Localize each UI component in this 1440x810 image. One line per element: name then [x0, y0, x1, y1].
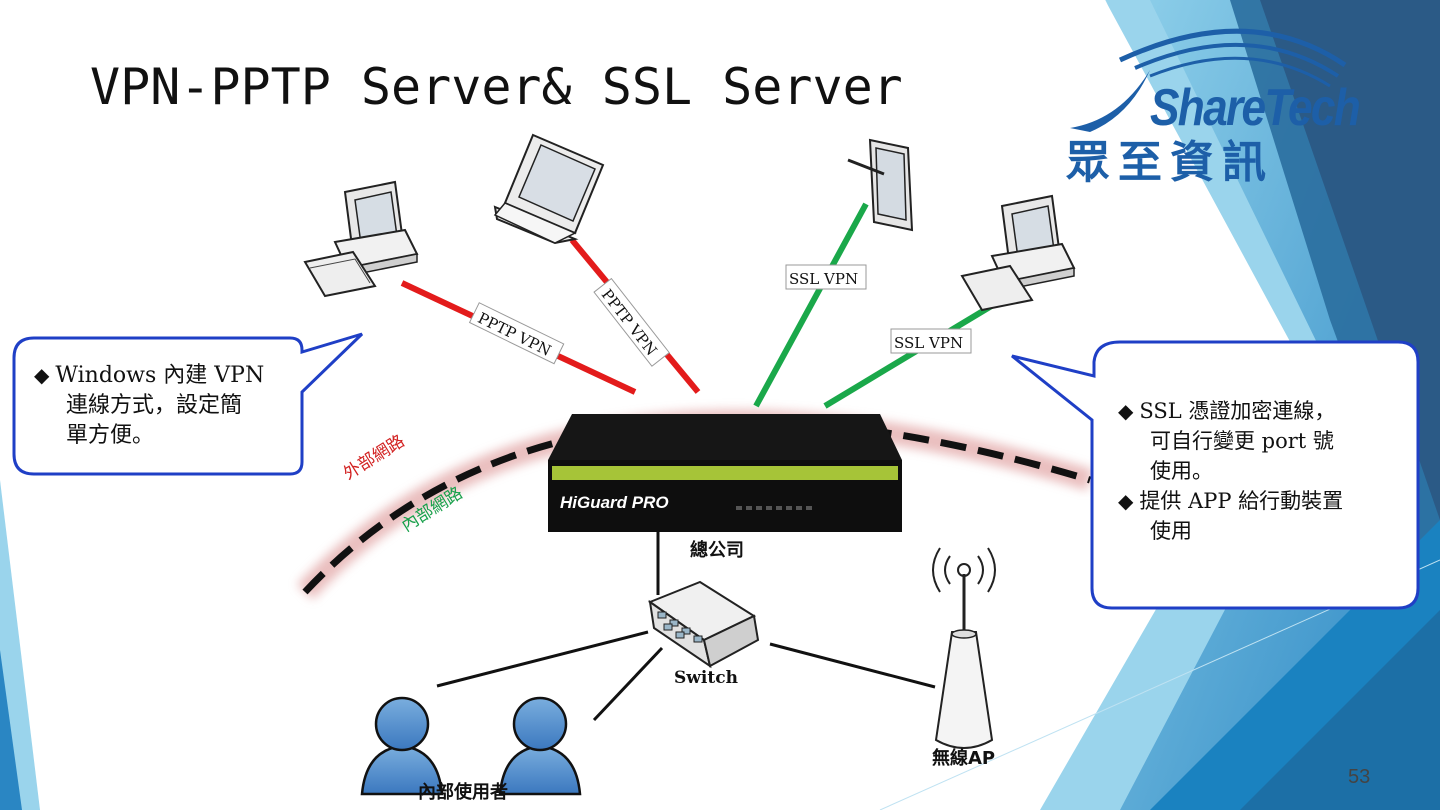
laptop-icon	[493, 133, 605, 245]
internal-users-label: 內部使用者	[418, 781, 508, 803]
desktop-pc-icon-right	[960, 194, 1076, 312]
pptp-label-laptop: PPTP VPN	[598, 286, 661, 359]
user-icon-2	[498, 696, 582, 796]
external-network-label: 外部網路	[340, 431, 408, 484]
wireless-ap-icon	[932, 547, 996, 749]
ssl-label-tablet: SSL VPN	[789, 270, 858, 288]
right-callout-bullet-1: ◆SSL 憑證加密連線， 可自行變更 port 號 使用。	[1118, 399, 1336, 483]
left-callout-line-2: 連線方式，設定簡	[66, 393, 243, 418]
diamond-bullet-icon: ◆	[34, 363, 50, 387]
ssl-line-tablet	[753, 202, 869, 408]
line-labels: PPTP VPN PPTP VPN SSL VPN SSL VPN	[468, 264, 972, 367]
slide-number: 53	[1348, 766, 1371, 788]
higuard-device: HiGuard PRO	[548, 414, 902, 532]
left-callout	[12, 332, 364, 476]
diamond-bullet-icon: ◆	[1118, 399, 1134, 423]
wireless-ap-label: 無線AP	[932, 747, 995, 769]
right-callout-text: ◆SSL 憑證加密連線， 可自行變更 port 號 使用。 ◆提供 APP 給行…	[1118, 396, 1408, 546]
slide-title: VPN-PPTP Server& SSL Server	[90, 58, 903, 116]
logo-chinese: 眾至資訊	[1066, 137, 1274, 188]
diamond-bullet-icon: ◆	[1118, 489, 1134, 513]
logo-swoosh-icon	[1070, 28, 1347, 132]
switch-icon	[647, 580, 760, 669]
lan-lines	[436, 532, 936, 722]
logo-english: ShareTech	[1150, 79, 1361, 137]
right-callout-bullet-2: ◆提供 APP 給行動裝置 使用	[1118, 489, 1344, 543]
right-callout	[1011, 340, 1420, 610]
headquarters-label: 總公司	[690, 539, 744, 561]
left-callout-line-3: 單方便。	[66, 423, 155, 448]
device-brand-label: HiGuard PRO	[560, 493, 669, 512]
left-callout-text: ◆Windows 內建 VPN 連線方式，設定簡 單方便。	[34, 360, 296, 451]
switch-label: Switch	[674, 668, 738, 688]
left-callout-line-1: ◆Windows 內建 VPN	[34, 363, 265, 388]
user-icon	[360, 696, 444, 796]
ssl-label-pc: SSL VPN	[894, 334, 963, 352]
vpn-lines	[400, 202, 1000, 409]
ssl-line-pc	[823, 299, 1000, 409]
tablet-icon	[847, 138, 914, 232]
desktop-pc-icon	[303, 180, 419, 298]
